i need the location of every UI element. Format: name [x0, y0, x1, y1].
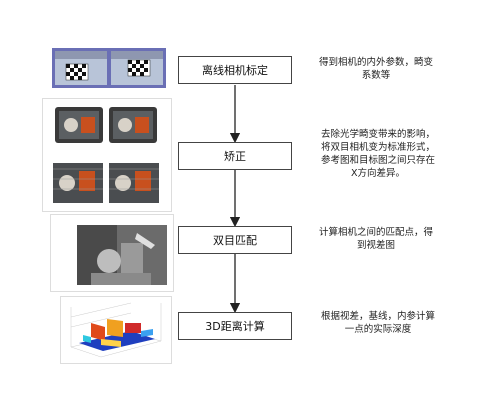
desc-calibration: 得到相机的内外参数，畸变 系数等: [296, 56, 456, 82]
step-label: 双目匹配: [213, 234, 257, 247]
desc-rectification: 去除光学畸变带来的影响， 将双目相机变为标准形式， 参考图和目标图之间只存在 X…: [292, 128, 464, 180]
rectified-images: [53, 107, 159, 203]
step-label: 矫正: [224, 150, 246, 163]
disparity-thumbnail: [50, 214, 174, 292]
desc-line: 计算相机之间的匹配点，得: [318, 227, 433, 238]
depth-surface-3d: [70, 302, 162, 358]
desc-line: 到视差图: [356, 240, 395, 251]
rectified-thumbnail: [42, 98, 172, 212]
step-calibration: 离线相机标定: [178, 56, 292, 84]
calibration-images: [52, 48, 166, 88]
desc-line: 去除光学畸变带来的影响，: [320, 129, 435, 140]
checkerboard-left: [65, 63, 89, 81]
desc-line: 得到相机的内外参数，畸变: [318, 57, 433, 68]
step-label: 3D距离计算: [205, 320, 265, 333]
step-rectification: 矫正: [178, 142, 292, 170]
desc-line: 根据视差，基线，内参计算: [320, 311, 435, 322]
desc-line: X方向差异。: [350, 168, 405, 179]
desc-line: 将双目相机变为标准形式，: [320, 142, 435, 153]
desc-3d-distance: 根据视差，基线，内参计算 一点的实际深度: [298, 310, 458, 336]
checkerboard-right: [127, 59, 151, 77]
desc-line: 参考图和目标图之间只存在: [320, 155, 435, 166]
step-stereo-matching: 双目匹配: [178, 226, 292, 254]
desc-stereo-matching: 计算相机之间的匹配点，得 到视差图: [296, 226, 456, 252]
step-3d-distance: 3D距离计算: [178, 312, 292, 340]
disparity-map: [77, 225, 167, 285]
calibration-thumbnail: [52, 48, 166, 88]
step-label: 离线相机标定: [202, 64, 268, 77]
desc-line: 系数等: [361, 70, 391, 81]
depth-thumbnail: [60, 296, 172, 364]
desc-line: 一点的实际深度: [344, 324, 412, 335]
